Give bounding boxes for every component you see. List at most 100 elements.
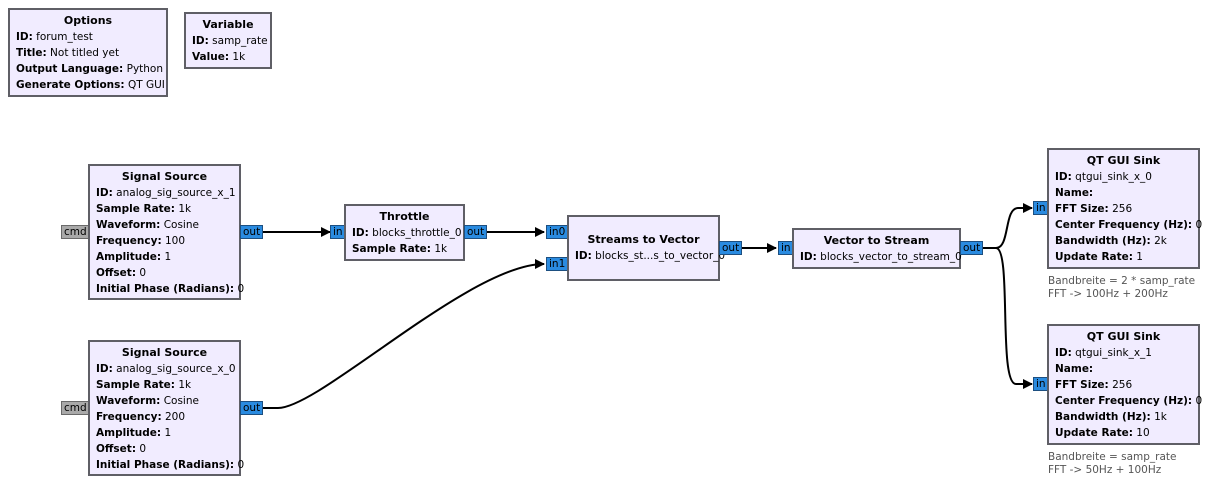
param-value: analog_sig_source_x_0 xyxy=(116,363,236,375)
s2v-out-port[interactable]: out xyxy=(719,241,742,255)
comment-line: Bandbreite = samp_rate xyxy=(1048,451,1177,463)
sig1-cmd-port[interactable]: cmd xyxy=(61,225,89,239)
param-key: Output Language: xyxy=(16,63,124,75)
param-key: Bandwidth (Hz): xyxy=(1055,411,1151,423)
param-key: Frequency: xyxy=(96,235,162,247)
param-key: FFT Size: xyxy=(1055,379,1109,391)
vector-to-stream-block[interactable]: Vector to Stream ID: blocks_vector_to_st… xyxy=(792,228,962,269)
param-key: Sample Rate: xyxy=(96,203,175,215)
param-key: Sample Rate: xyxy=(96,379,175,391)
param-key: Update Rate: xyxy=(1055,251,1133,263)
param-key: Update Rate: xyxy=(1055,427,1133,439)
param-value: 1k xyxy=(178,379,192,391)
param-value: qtgui_sink_x_0 xyxy=(1075,171,1152,183)
param-value: 2k xyxy=(1154,235,1167,247)
variable-block[interactable]: Variable ID: samp_rate Value: 1k xyxy=(184,12,272,69)
param-value: 0 xyxy=(237,283,245,295)
block-title: Signal Source xyxy=(121,346,208,359)
param-value: 10 xyxy=(1136,427,1150,439)
param-value: 1 xyxy=(164,251,172,263)
comment-line: FFT -> 100Hz + 200Hz xyxy=(1048,288,1168,300)
param-key: ID: xyxy=(575,250,592,262)
throttle-block[interactable]: Throttle ID: blocks_throttle_0 Sample Ra… xyxy=(344,204,465,261)
param-key: Name: xyxy=(1055,187,1094,199)
block-title: QT GUI Sink xyxy=(1086,154,1161,167)
param-key: ID: xyxy=(1055,171,1072,183)
param-value: 1 xyxy=(1136,251,1143,263)
param-key: Bandwidth (Hz): xyxy=(1055,235,1151,247)
connection-v2s-to-sink0[interactable] xyxy=(982,203,1033,249)
param-key: Center Frequency (Hz): xyxy=(1055,395,1193,407)
sig1-out-port[interactable]: out xyxy=(240,225,263,239)
param-key: Center Frequency (Hz): xyxy=(1055,219,1193,231)
param-value: Python xyxy=(126,63,164,75)
signal-source-0-block[interactable]: Signal Source ID: analog_sig_source_x_0 … xyxy=(88,340,245,476)
connection-sig0-to-s2v[interactable] xyxy=(262,259,545,409)
param-key: ID: xyxy=(1055,347,1072,359)
param-key: Initial Phase (Radians): xyxy=(96,283,235,295)
param-value: 0 xyxy=(1195,219,1203,231)
param-key: Initial Phase (Radians): xyxy=(96,459,235,471)
v2s-out-port[interactable]: out xyxy=(960,241,983,255)
throttle-in-port[interactable]: in xyxy=(330,225,345,239)
param-value: blocks_vector_to_stream_0 xyxy=(820,251,962,263)
param-key: Amplitude: xyxy=(96,251,162,263)
block-title: Signal Source xyxy=(121,170,208,183)
param-value: 0 xyxy=(237,459,245,471)
block-title: Throttle xyxy=(379,210,430,223)
sig0-cmd-port[interactable]: cmd xyxy=(61,401,89,415)
param-value: blocks_st...s_to_vector_0 xyxy=(595,250,726,262)
param-value: blocks_throttle_0 xyxy=(372,227,462,239)
param-value: Cosine xyxy=(163,219,199,231)
param-key: ID: xyxy=(352,227,369,239)
param-value: 1k xyxy=(232,51,246,63)
param-value: Not titled yet xyxy=(50,47,120,59)
param-key: Frequency: xyxy=(96,411,162,423)
sink1-in-port[interactable]: in xyxy=(1033,377,1048,391)
sink0-comment: Bandbreite = 2 * samp_rate FFT -> 100Hz … xyxy=(1048,275,1195,301)
block-title: Vector to Stream xyxy=(823,234,930,247)
param-key: ID: xyxy=(96,187,113,199)
comment-line: FFT -> 50Hz + 100Hz xyxy=(1048,464,1162,476)
block-title: Streams to Vector xyxy=(587,233,700,246)
param-key: Title: xyxy=(16,47,47,59)
s2v-in1-port[interactable]: in1 xyxy=(546,257,568,271)
param-value: qtgui_sink_x_1 xyxy=(1075,347,1152,359)
param-value: analog_sig_source_x_1 xyxy=(116,187,236,199)
param-key: ID: xyxy=(800,251,817,263)
param-key: ID: xyxy=(16,31,33,43)
param-key: Offset: xyxy=(96,267,137,279)
param-key: Offset: xyxy=(96,443,137,455)
signal-source-1-block[interactable]: Signal Source ID: analog_sig_source_x_1 … xyxy=(88,164,245,300)
param-key: ID: xyxy=(96,363,113,375)
connection-v2s-to-sink1[interactable] xyxy=(982,247,1033,389)
streams-to-vector-block[interactable]: Streams to Vector ID: blocks_st...s_to_v… xyxy=(567,215,725,281)
options-block[interactable]: Options ID: forum_test Title: Not titled… xyxy=(8,8,168,97)
sink0-in-port[interactable]: in xyxy=(1033,201,1048,215)
v2s-in-port[interactable]: in xyxy=(778,241,793,255)
param-key: Amplitude: xyxy=(96,427,162,439)
param-value: 0 xyxy=(139,267,147,279)
param-key: ID: xyxy=(192,35,209,47)
param-value: 100 xyxy=(165,235,186,247)
param-value: 1k xyxy=(1154,411,1167,423)
throttle-out-port[interactable]: out xyxy=(464,225,487,239)
sink1-comment: Bandbreite = samp_rate FFT -> 50Hz + 100… xyxy=(1048,451,1177,477)
sig0-out-port[interactable]: out xyxy=(240,401,263,415)
qt-gui-sink-0-block[interactable]: QT GUI Sink ID: qtgui_sink_x_0 Name: FFT… xyxy=(1047,148,1203,269)
block-title: Options xyxy=(63,14,113,27)
param-value: 1k xyxy=(434,243,448,255)
param-key: Value: xyxy=(192,51,230,63)
param-key: Waveform: xyxy=(96,395,161,407)
param-value: Cosine xyxy=(163,395,199,407)
s2v-in0-port[interactable]: in0 xyxy=(546,225,568,239)
param-value: forum_test xyxy=(36,31,93,43)
param-key: FFT Size: xyxy=(1055,203,1109,215)
param-value: 1 xyxy=(164,427,172,439)
param-value: 0 xyxy=(139,443,147,455)
param-value: QT GUI xyxy=(127,79,165,91)
qt-gui-sink-1-block[interactable]: QT GUI Sink ID: qtgui_sink_x_1 Name: FFT… xyxy=(1047,324,1202,445)
param-value: 1k xyxy=(178,203,192,215)
param-key: Waveform: xyxy=(96,219,161,231)
